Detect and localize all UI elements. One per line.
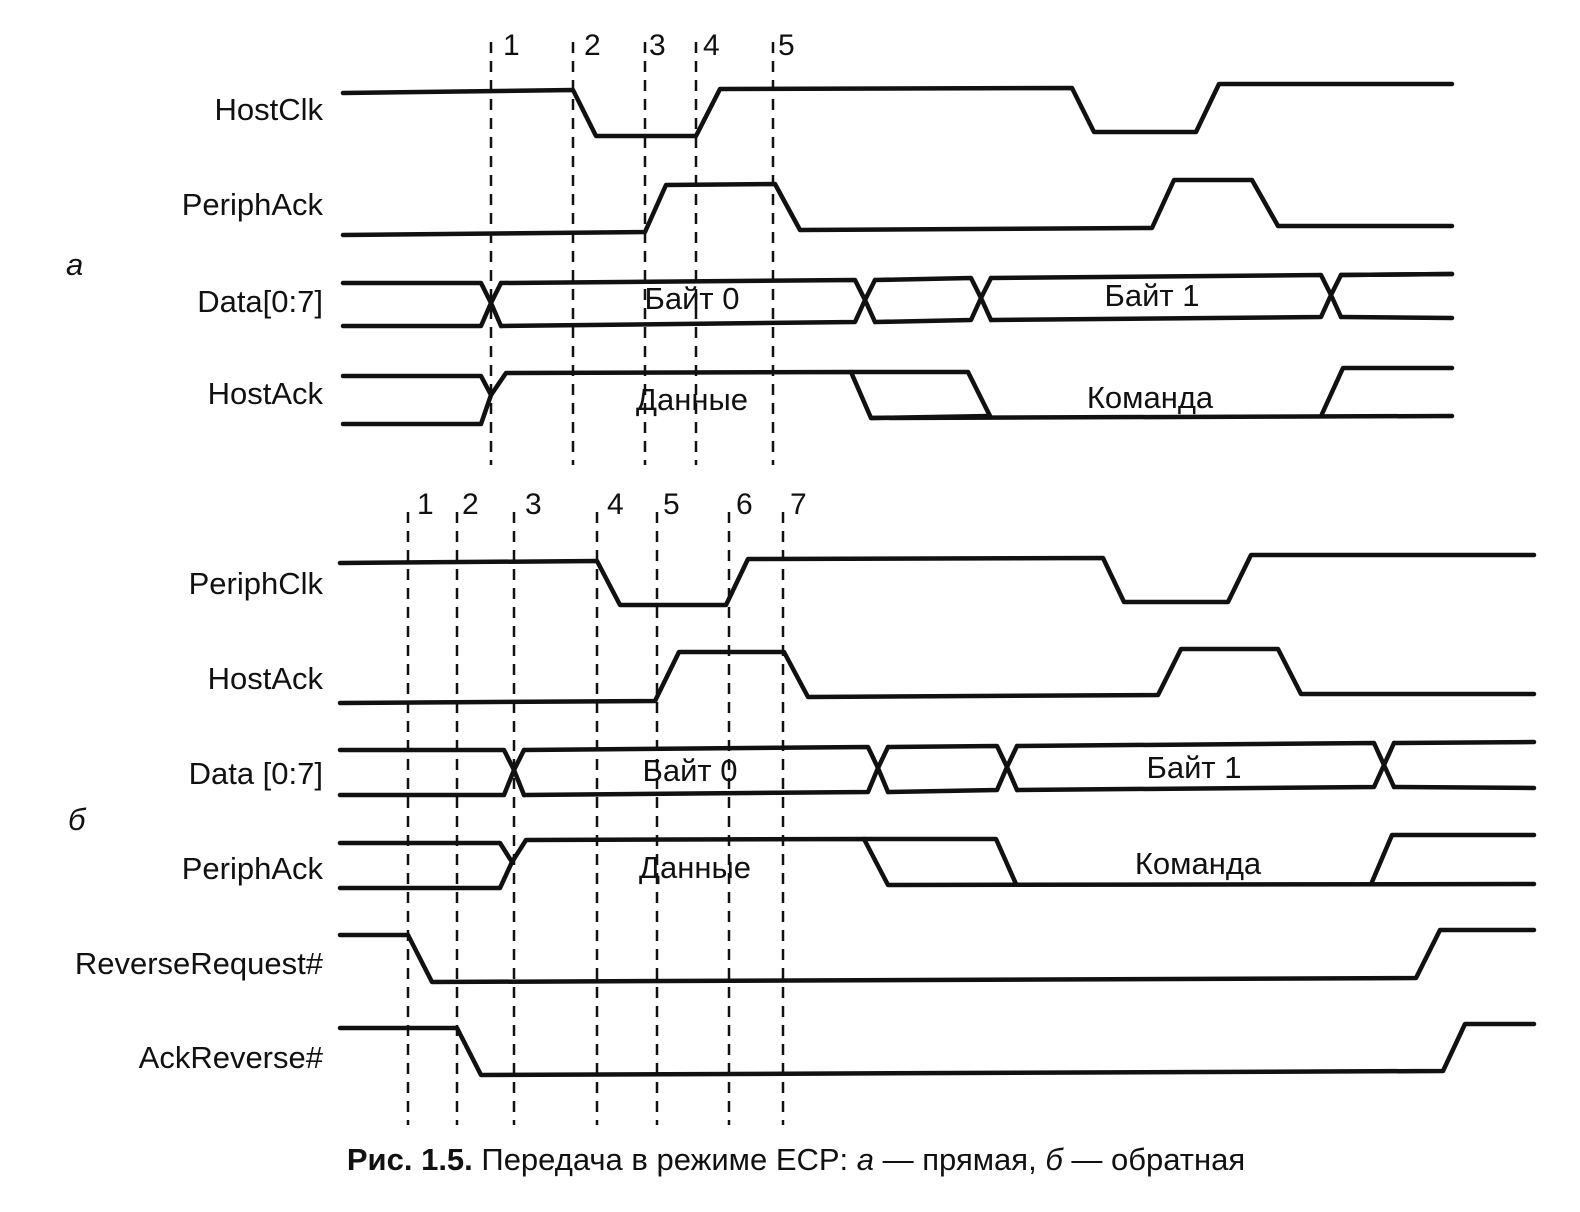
panel-b-signal-label-data: Data [0:7]: [189, 756, 323, 791]
panel-a-data-bus: [340, 271, 1455, 329]
panel-b-data-segment-byte1: Байт 1: [1147, 750, 1242, 785]
panel-b-reverserequest-wave: [337, 927, 1537, 985]
panel-b-periphack-segment-data: Данные: [639, 850, 751, 885]
panel-a-data-segment-byte0: Байт 0: [645, 281, 740, 316]
panel-a-signal-label-data: Data[0:7]: [197, 284, 323, 319]
panel-b-marker-number-1: 1: [417, 488, 434, 521]
panel-b-periphack-wave: [337, 832, 1537, 891]
panel-b-ackreverse-wave: [337, 1021, 1537, 1078]
panel-a-data-segment-byte1: Байт 1: [1105, 278, 1200, 313]
figure-caption: Рис. 1.5. Передача в режиме ECP: а — пря…: [347, 1142, 1245, 1177]
panel-a: а 1 2 3 4 5 HostClk PeriphAck Data[0:7] …: [66, 29, 1455, 465]
panel-b-data-segment-byte0: Байт 0: [643, 753, 738, 788]
panel-a-hostack-segment-command: Команда: [1087, 380, 1214, 415]
caption-prefix: Рис. 1.5.: [347, 1142, 473, 1177]
panel-a-hostclk-wave: [340, 81, 1455, 139]
caption-text-2: — прямая,: [874, 1142, 1045, 1177]
panel-b-label: б: [68, 802, 87, 837]
panel-b-marker-number-5: 5: [663, 488, 680, 521]
panel-b-marker-number-2: 2: [462, 488, 479, 521]
caption-text-3: — обратная: [1063, 1142, 1245, 1177]
panel-a-signal-label-periphack: PeriphAck: [182, 187, 324, 222]
panel-a-marker-number-1: 1: [503, 29, 520, 62]
panel-a-hostack-wave: [340, 365, 1455, 427]
panel-a-label: а: [66, 247, 83, 282]
panel-a-signal-label-hostclk: HostClk: [214, 92, 323, 127]
panel-a-marker-number-5: 5: [778, 29, 795, 62]
panel-a-signal-label-hostack: HostAck: [208, 376, 324, 411]
caption-part-b: б: [1045, 1142, 1064, 1177]
panel-b: б 1 2 3 4 5 6 7 PeriphClk HostAck Data […: [68, 488, 1537, 1125]
panel-a-periphack-wave: [340, 177, 1455, 238]
panel-a-hostack-segment-data: Данные: [636, 382, 748, 417]
panel-a-marker-number-2: 2: [584, 29, 601, 62]
panel-b-signal-label-periphack: PeriphAck: [182, 851, 324, 886]
panel-b-marker-number-6: 6: [736, 488, 753, 521]
caption-text-1: Передача в режиме ECP:: [473, 1142, 857, 1177]
caption-part-a: а: [857, 1142, 874, 1177]
panel-b-signal-label-ackreverse: AckReverse#: [139, 1040, 324, 1075]
panel-a-marker-number-4: 4: [703, 29, 720, 62]
panel-b-data-bus: [337, 739, 1537, 798]
panel-b-marker-number-4: 4: [607, 488, 624, 521]
panel-b-signal-label-periphclk: PeriphClk: [189, 566, 324, 601]
panel-b-signal-label-reverserequest: ReverseRequest#: [75, 946, 324, 981]
panel-b-periphclk-wave: [337, 552, 1537, 608]
panel-b-hostack-wave: [337, 646, 1537, 706]
panel-b-marker-number-3: 3: [525, 488, 542, 521]
panel-b-periphack-segment-command: Команда: [1135, 846, 1262, 881]
panel-a-marker-number-3: 3: [649, 29, 666, 62]
panel-b-marker-number-7: 7: [790, 488, 807, 521]
panel-b-signal-label-hostack: HostAck: [208, 661, 324, 696]
